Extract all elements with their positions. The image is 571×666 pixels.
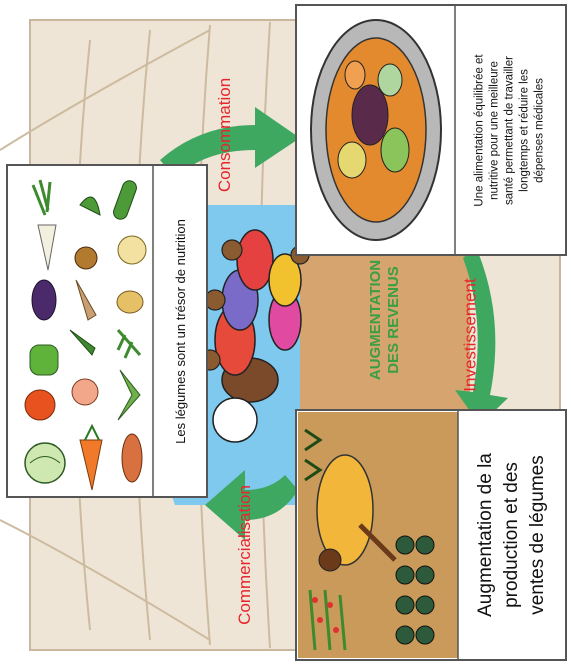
commercialisation-label: Commercialisation xyxy=(235,485,255,625)
potato-icon xyxy=(117,291,143,313)
production-caption: Augmentation de la production et des ven… xyxy=(473,453,551,617)
tomato-icon xyxy=(25,390,55,420)
pumpkin-icon xyxy=(75,247,97,269)
sweet-potato-icon xyxy=(122,434,142,482)
food-bowl-icon xyxy=(311,20,441,240)
income-label-line: AUGMENTATION xyxy=(367,260,385,380)
production-caption-line: ventes de légumes xyxy=(525,453,551,617)
income-increase-label: AUGMENTATION DES REVENUS xyxy=(367,260,403,380)
food-panel: Une alimentation équilibrée et nutritive… xyxy=(296,5,566,255)
food-caption-line: Une alimentation équilibrée et xyxy=(473,54,488,206)
pepper-icon xyxy=(30,345,58,375)
food-caption: Une alimentation équilibrée et nutritive… xyxy=(473,54,548,206)
vegetables-panel: Les légumes sont un trésor de nutrition xyxy=(7,165,207,497)
production-caption-line: Augmentation de la xyxy=(473,453,499,617)
vegetables-caption: Les légumes sont un trésor de nutrition xyxy=(173,219,188,444)
onion-icon xyxy=(72,379,98,405)
food-caption-line: nutritive pour une meilleure xyxy=(488,54,503,206)
eggplant-icon xyxy=(32,280,56,320)
investment-label: Investissement xyxy=(461,278,481,391)
production-panel: Augmentation de la production et des ven… xyxy=(296,410,566,660)
food-caption-line: dépenses médicales xyxy=(533,54,548,206)
consumption-label: Consommation xyxy=(215,78,235,192)
cabbage-icon xyxy=(25,443,65,483)
food-caption-line: longtemps et réduire les xyxy=(518,54,533,206)
production-caption-line: production et des xyxy=(499,453,525,617)
income-label-line: DES REVENUS xyxy=(385,260,403,380)
food-caption-line: santé permettant de travailler xyxy=(503,54,518,206)
squash-icon xyxy=(118,236,146,264)
